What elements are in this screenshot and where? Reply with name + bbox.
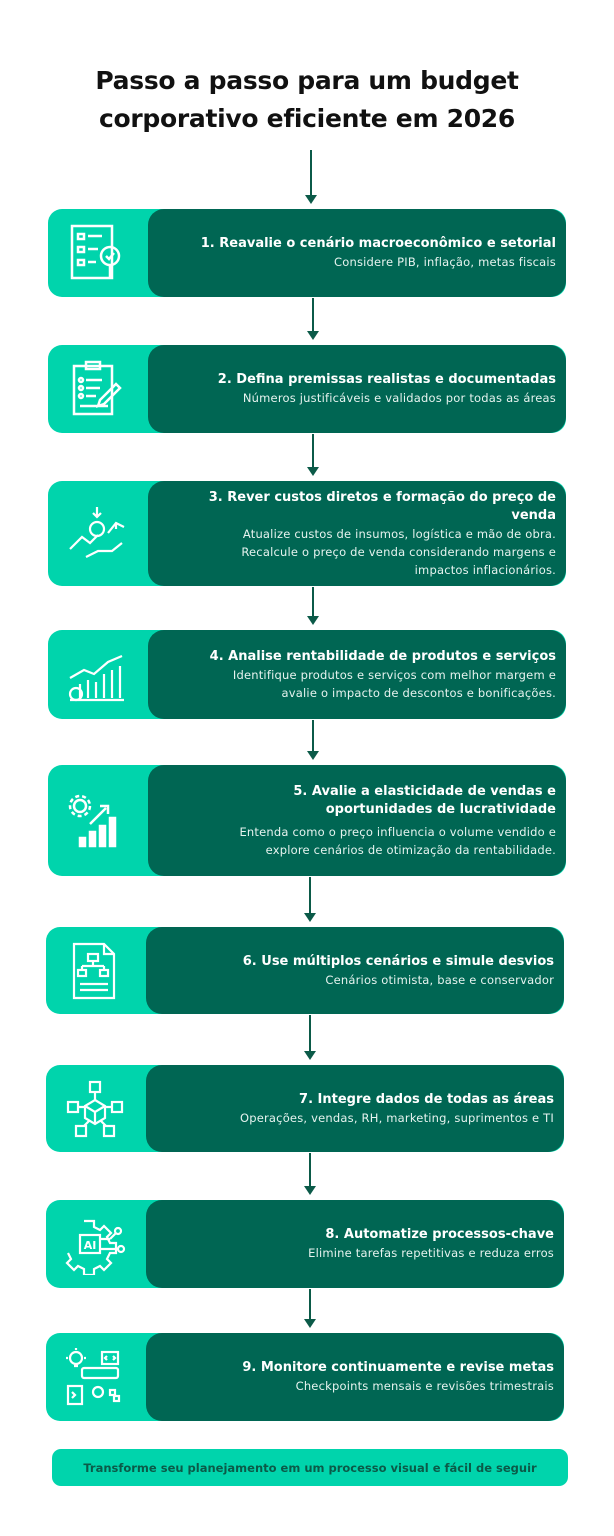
step-panel: 6. Use múltiplos cenários e simule desvi… — [146, 927, 564, 1014]
step-title: 4. Analise rentabilidade de produtos e s… — [209, 648, 556, 664]
page-title: Passo a passo para um budget corporativo… — [0, 62, 614, 138]
footer-banner: Transforme seu planejamento em um proces… — [52, 1449, 568, 1486]
step-title: 8. Automatize processos-chave — [325, 1227, 554, 1242]
step-description: avalie o impacto de descontos e bonifica… — [281, 685, 556, 700]
step-description: Identifique produtos e serviços com melh… — [232, 667, 556, 682]
step-description: Checkpoints mensais e revisões trimestra… — [295, 1379, 554, 1393]
step-panel: 3. Rever custos diretos e formação do pr… — [148, 481, 566, 586]
step-title: oportunidades de lucratividade — [325, 801, 556, 817]
step-description: Entenda como o preço influencia o volume… — [239, 824, 556, 839]
arrow-connector — [304, 1153, 316, 1195]
step-title: 6. Use múltiplos cenários e simule desvi… — [242, 953, 554, 969]
step-description: explore cenários de otimização da rentab… — [265, 842, 556, 857]
step-title: 7. Integre dados de todas as áreas — [299, 1091, 554, 1107]
step-card-8: AI 8. Automatize processos-chave Elimine… — [46, 1200, 564, 1288]
step-panel: 1. Reavalie o cenário macroeconômico e s… — [148, 209, 566, 297]
step-description: Atualize custos de insumos, logística e … — [242, 526, 556, 541]
arrow-connector — [304, 1289, 316, 1328]
step-title: 3. Rever custos diretos e formação do pr… — [208, 489, 556, 523]
step-card-2: 2. Defina premissas realistas e document… — [48, 345, 566, 433]
step-description: Considere PIB, inflação, metas fiscais — [333, 255, 556, 269]
step-description: Cenários otimista, base e conservador — [325, 972, 554, 987]
step-panel: 5. Avalie a elasticidade de vendas e opo… — [148, 765, 566, 876]
arrow-connector — [307, 434, 319, 476]
step-card-3: 3. Rever custos diretos e formação do pr… — [48, 481, 566, 586]
step-card-9: 9. Monitore continuamente e revise metas… — [46, 1333, 564, 1421]
step-description: Elimine tarefas repetitivas e reduza err… — [308, 1246, 554, 1260]
step-panel: 4. Analise rentabilidade de produtos e s… — [148, 630, 566, 719]
profit-chart-coins-icon — [68, 654, 124, 701]
step-panel: 7. Integre dados de todas as áreas Opera… — [146, 1065, 564, 1152]
step-panel: 2. Defina premissas realistas e document… — [148, 345, 566, 433]
step-description: Números justificáveis e validados por to… — [242, 391, 556, 405]
step-card-1: 1. Reavalie o cenário macroeconômico e s… — [48, 209, 566, 297]
clipboard-pencil-icon — [72, 360, 122, 416]
title-line-2: corporativo eficiente em 2026 — [98, 104, 516, 133]
step-card-4: 4. Analise rentabilidade de produtos e s… — [48, 630, 566, 719]
arrow-connector — [307, 720, 319, 760]
step-description: impactos inflacionários. — [414, 562, 556, 577]
arrow-connector — [307, 298, 319, 340]
arrow-connector — [304, 1015, 316, 1060]
step-title: 5. Avalie a elasticidade de vendas e — [293, 783, 556, 799]
arrow-connector — [307, 587, 319, 625]
ai-gear-icon: AI — [65, 1219, 126, 1275]
arrow-connector — [305, 150, 317, 204]
document-flowchart-icon — [72, 942, 116, 999]
gear-growth-chart-icon — [68, 794, 117, 847]
step-title: 9. Monitore continuamente e revise metas — [242, 1360, 554, 1375]
step-title: 2. Defina premissas realistas e document… — [217, 372, 556, 387]
step-card-5: 5. Avalie a elasticidade de vendas e opo… — [48, 765, 566, 876]
title-line-1: Passo a passo para um budget — [95, 66, 519, 95]
monitor-code-icon — [66, 1348, 121, 1406]
step-panel: 8. Automatize processos-chave Elimine ta… — [146, 1200, 564, 1288]
step-card-7: 7. Integre dados de todas as áreas Opera… — [46, 1065, 564, 1152]
step-card-6: 6. Use múltiplos cenários e simule desvi… — [46, 927, 564, 1014]
step-description: Operações, vendas, RH, marketing, suprim… — [239, 1110, 554, 1125]
svg-text:AI: AI — [84, 1239, 97, 1252]
network-cubes-icon — [66, 1080, 124, 1137]
arrow-connector — [304, 877, 316, 922]
step-title: 1. Reavalie o cenário macroeconômico e s… — [200, 236, 556, 251]
step-panel: 9. Monitore continuamente e revise metas… — [146, 1333, 564, 1421]
money-growth-hand-icon — [69, 506, 125, 558]
step-description: Recalcule o preço de venda considerando … — [241, 544, 556, 559]
checklist-magnifier-icon — [70, 224, 121, 280]
